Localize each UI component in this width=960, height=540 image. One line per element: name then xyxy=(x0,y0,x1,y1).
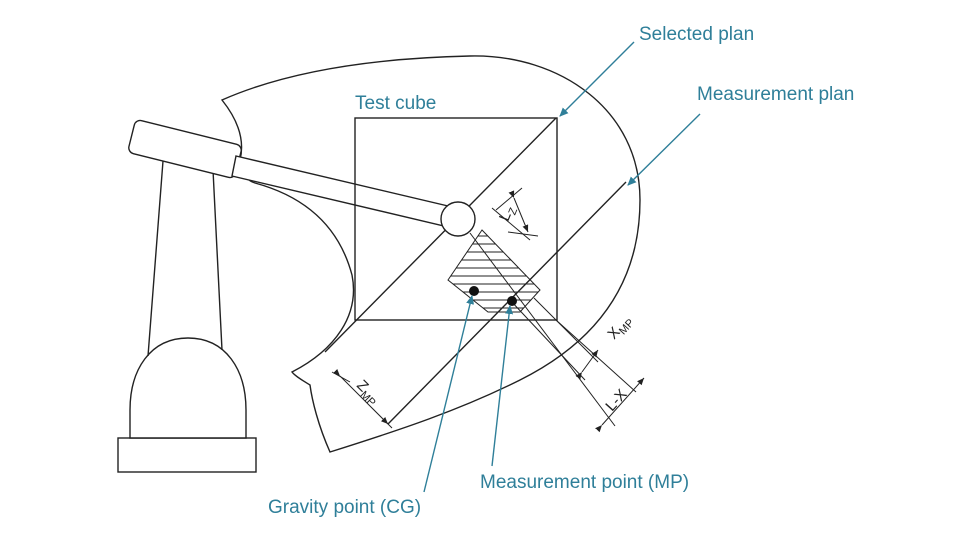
xmp-dim-line xyxy=(575,349,599,380)
working-envelope xyxy=(220,55,641,453)
measurement-point-label: Measurement point (MP) xyxy=(480,472,689,493)
lz-label: LZ xyxy=(496,203,520,225)
tool-flange xyxy=(440,201,476,237)
ext-line-1 xyxy=(469,232,616,427)
selected-plan-leader xyxy=(559,41,635,117)
robot-column xyxy=(147,147,223,357)
hatched-outline xyxy=(447,229,541,313)
robot-forearm xyxy=(231,155,449,227)
xmp-label: XMP xyxy=(604,312,637,345)
test-cube-label: Test cube xyxy=(355,93,436,114)
zmp-label: ZMP xyxy=(351,377,383,409)
lx-label: L-X xyxy=(602,386,630,415)
zmp-dim-line xyxy=(332,368,389,425)
gravity-point-dot xyxy=(469,286,479,296)
measurement-point-dot xyxy=(507,296,517,306)
measurement-point-leader xyxy=(491,305,514,467)
lx-dim-line xyxy=(595,377,645,433)
hatched-region xyxy=(448,230,540,312)
robot-base-dome xyxy=(129,337,247,439)
measurement-plan-leader xyxy=(627,113,701,186)
lz-tick-b xyxy=(507,231,539,237)
selected-plan-label: Selected plan xyxy=(639,24,754,45)
ext-line-3 xyxy=(533,297,599,363)
test-cube xyxy=(354,117,558,321)
ext-line-2 xyxy=(509,299,586,381)
selected-plan-line xyxy=(324,117,557,353)
measurement-plan-label: Measurement plan xyxy=(697,84,854,105)
robot-upper-arm xyxy=(128,119,242,179)
lz-dim-line xyxy=(508,190,529,233)
gravity-point-label: Gravity point (CG) xyxy=(268,497,421,518)
gravity-point-leader xyxy=(423,295,474,493)
robot-base-plate xyxy=(117,437,257,473)
